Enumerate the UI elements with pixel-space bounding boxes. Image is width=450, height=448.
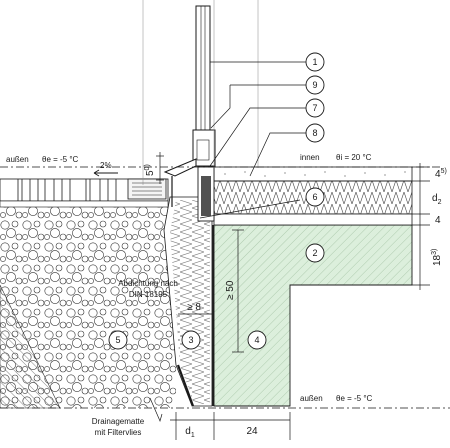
callout-4: 4 (247, 330, 267, 350)
inside-label: innen (300, 153, 320, 162)
callout-number: 5 (115, 335, 120, 345)
outside-top-label: außen (6, 155, 29, 164)
dim-right-3: 4 (435, 215, 441, 226)
dim-right-4: 183) (431, 249, 443, 266)
callout-markers: 1 9 7 8 6 2 3 4 5 (108, 52, 325, 350)
dim-24: 24 (246, 426, 258, 437)
callout-6: 6 (305, 187, 325, 207)
callout-number: 8 (312, 128, 317, 138)
dim-min-50: ≥ 50 (225, 280, 236, 300)
waterproofing-label-1: Abdichtung nach (118, 279, 178, 288)
outside-bottom-label: außen (300, 394, 323, 403)
callout-number: 1 (312, 57, 317, 67)
drain-grate (127, 178, 167, 200)
callout-number: 4 (254, 335, 259, 345)
slope-arrow (93, 169, 118, 177)
separation-layer (213, 213, 413, 226)
outside-bottom-temp: θe = -5 °C (336, 394, 373, 403)
gravel-fill (0, 204, 176, 408)
callout-number: 3 (188, 335, 193, 345)
screed-dots (224, 171, 406, 177)
callout-9: 9 (305, 75, 325, 95)
perimeter-insulation-pattern (170, 200, 210, 404)
bottom-dimension-chain (170, 412, 291, 440)
slope-label: 2% (100, 161, 112, 170)
sill-flashing (163, 158, 197, 177)
dim-right-2: d2 (432, 193, 442, 206)
annotations: außen θe = -5 °C 2% innen θi = 20 °C auß… (6, 153, 373, 437)
window-glass (195, 5, 211, 135)
callout-number: 7 (312, 103, 317, 113)
screed-layer (213, 166, 413, 182)
dim-upstand: 50) (144, 164, 156, 176)
dim-min-8: ≥ 8 (187, 302, 201, 313)
paver-joints (17, 179, 117, 201)
upstand-dimension (156, 152, 164, 184)
drainage-label-2: mit Filtervlies (95, 428, 142, 437)
callout-1: 1 (305, 52, 325, 72)
outside-top-temp: θe = -5 °C (42, 155, 79, 164)
waterproofing-label-2: DIN 18195 (129, 290, 168, 299)
callout-8: 8 (305, 123, 325, 143)
callout-number: 6 (312, 192, 317, 202)
drainage-label-1: Drainagematte (92, 417, 145, 426)
soil-slope (0, 284, 61, 409)
min-50-dimension (232, 229, 244, 353)
callout-5: 5 (108, 330, 128, 350)
dim-right-1: 45) (435, 168, 447, 180)
callout-3: 3 (181, 330, 201, 350)
dim-d1: d1 (185, 426, 195, 439)
dimension-labels: 45) d2 4 183) 50) ≥ 8 ≥ 50 d1 24 (144, 164, 447, 439)
callout-7: 7 (305, 98, 325, 118)
callout-number: 9 (312, 80, 317, 90)
inside-temp: θi = 20 °C (336, 153, 372, 162)
right-dimension-chain (412, 163, 430, 290)
paving-slabs (0, 178, 169, 208)
drainage-mat (176, 364, 195, 407)
drain-grate-bars (132, 182, 162, 196)
leader-lines (149, 61, 306, 423)
callout-2: 2 (305, 243, 325, 263)
callout-number: 2 (312, 248, 317, 258)
